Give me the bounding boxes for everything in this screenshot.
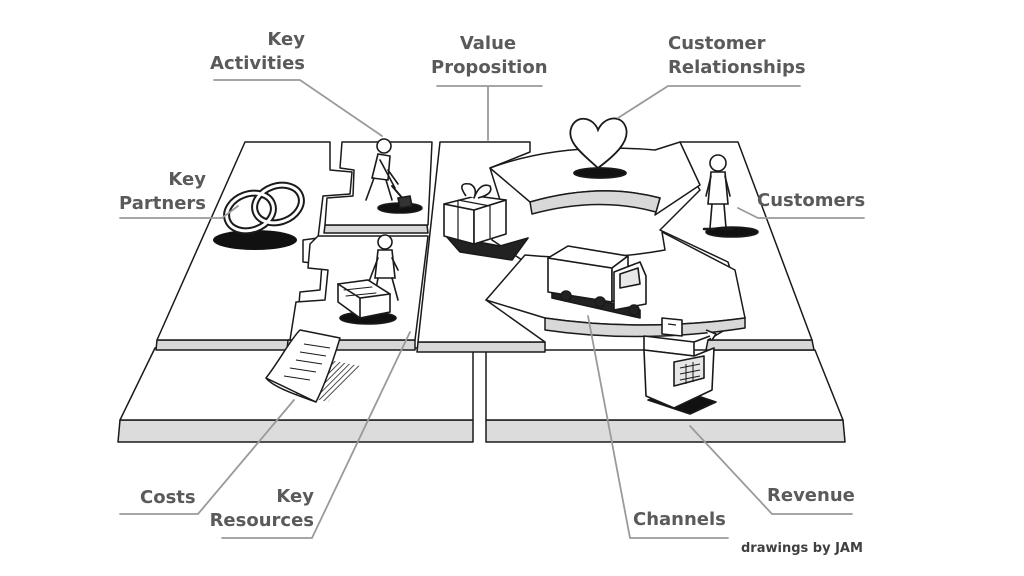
- key-partners-leader: [119, 205, 239, 219]
- costs-label: Costs: [140, 487, 196, 508]
- customers-label: Customers: [757, 190, 866, 211]
- person-with-crate-icon: [337, 234, 399, 325]
- heart-icon: [569, 117, 628, 179]
- revenue-leader: [689, 425, 853, 515]
- gift-box-icon: [443, 182, 529, 261]
- costs-leader: [119, 399, 295, 515]
- interlocked-rings-icon: [213, 181, 305, 250]
- cash-register-icon: [643, 317, 717, 415]
- key-activities-leader: [213, 79, 383, 137]
- customers-leader: [737, 207, 865, 219]
- channels-leader: [587, 315, 729, 539]
- revenue-label: Revenue: [767, 485, 855, 506]
- leader-lines: [119, 79, 865, 539]
- key-resources-leader: [221, 331, 411, 539]
- standing-person-icon: [702, 154, 759, 238]
- delivery-truck-icon: [547, 245, 647, 319]
- invoice-paper-icon: [265, 329, 360, 403]
- value-proposition-leader: [436, 85, 543, 141]
- customer-relationships-leader: [617, 85, 801, 119]
- person-digging-icon: [365, 138, 423, 214]
- illustration-credit: drawings by JAM: [741, 541, 863, 556]
- channels-label: Channels: [633, 509, 726, 530]
